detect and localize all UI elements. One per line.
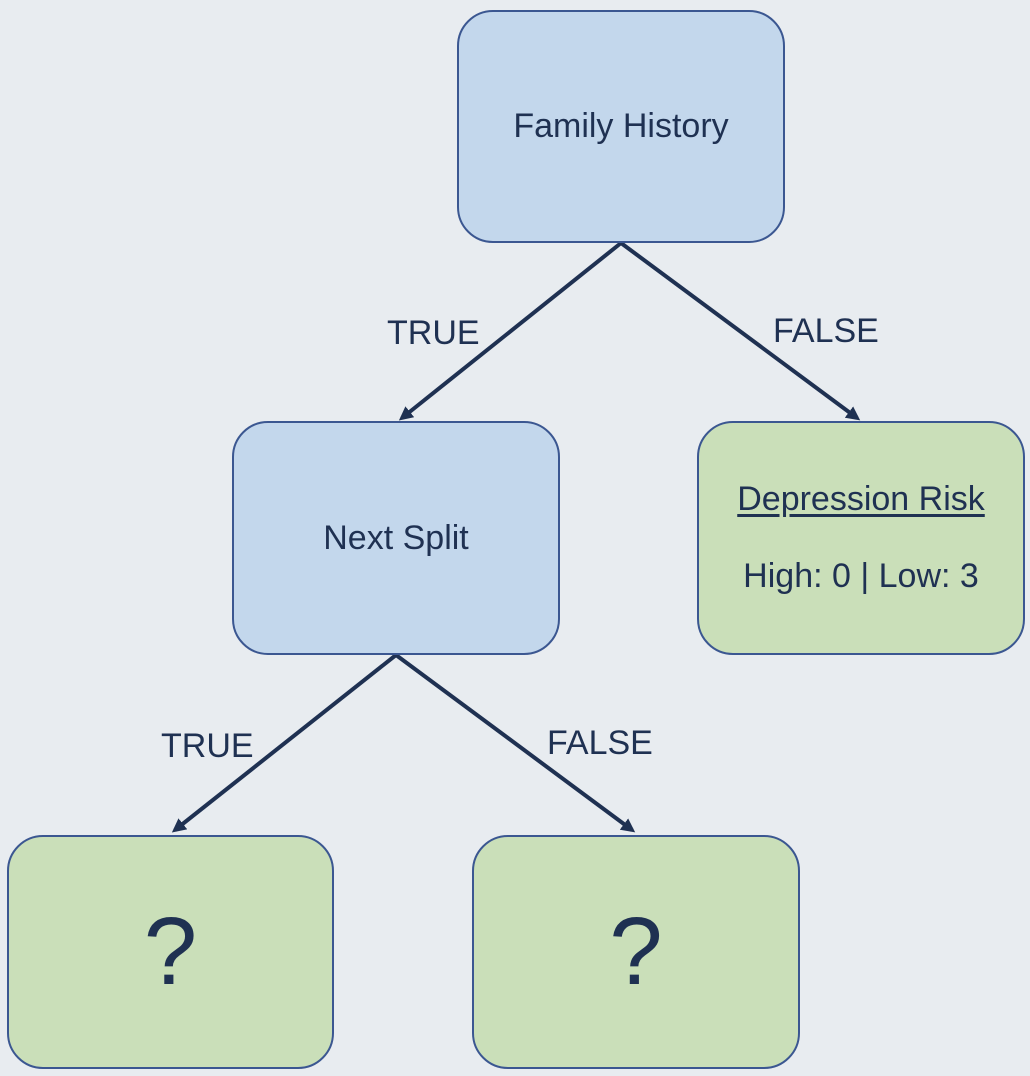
next-split-node: Next Split <box>232 421 560 655</box>
edge-root-true <box>398 241 623 421</box>
next-true-label: TRUE <box>161 727 254 765</box>
depression-risk-counts: High: 0 | Low: 3 <box>743 557 979 595</box>
edge-next-true <box>171 653 398 833</box>
depression-risk-title: Depression Risk <box>737 480 985 518</box>
unknown-outcome-right: ? <box>609 898 663 1005</box>
root-node-label: Family History <box>513 107 729 145</box>
edge-root-false <box>619 241 861 421</box>
next-false-label: FALSE <box>547 724 653 762</box>
unknown-outcome-left: ? <box>143 898 198 1005</box>
edge-next-false <box>394 653 636 833</box>
next-split-false-leaf: ? <box>472 835 800 1069</box>
depression-risk-leaf: Depression Risk High: 0 | Low: 3 <box>697 421 1025 655</box>
root-false-label: FALSE <box>773 312 879 350</box>
root-node-family-history: Family History <box>457 10 785 243</box>
next-split-label: Next Split <box>323 518 469 557</box>
next-split-true-leaf: ? <box>7 835 334 1069</box>
root-true-label: TRUE <box>387 314 480 352</box>
